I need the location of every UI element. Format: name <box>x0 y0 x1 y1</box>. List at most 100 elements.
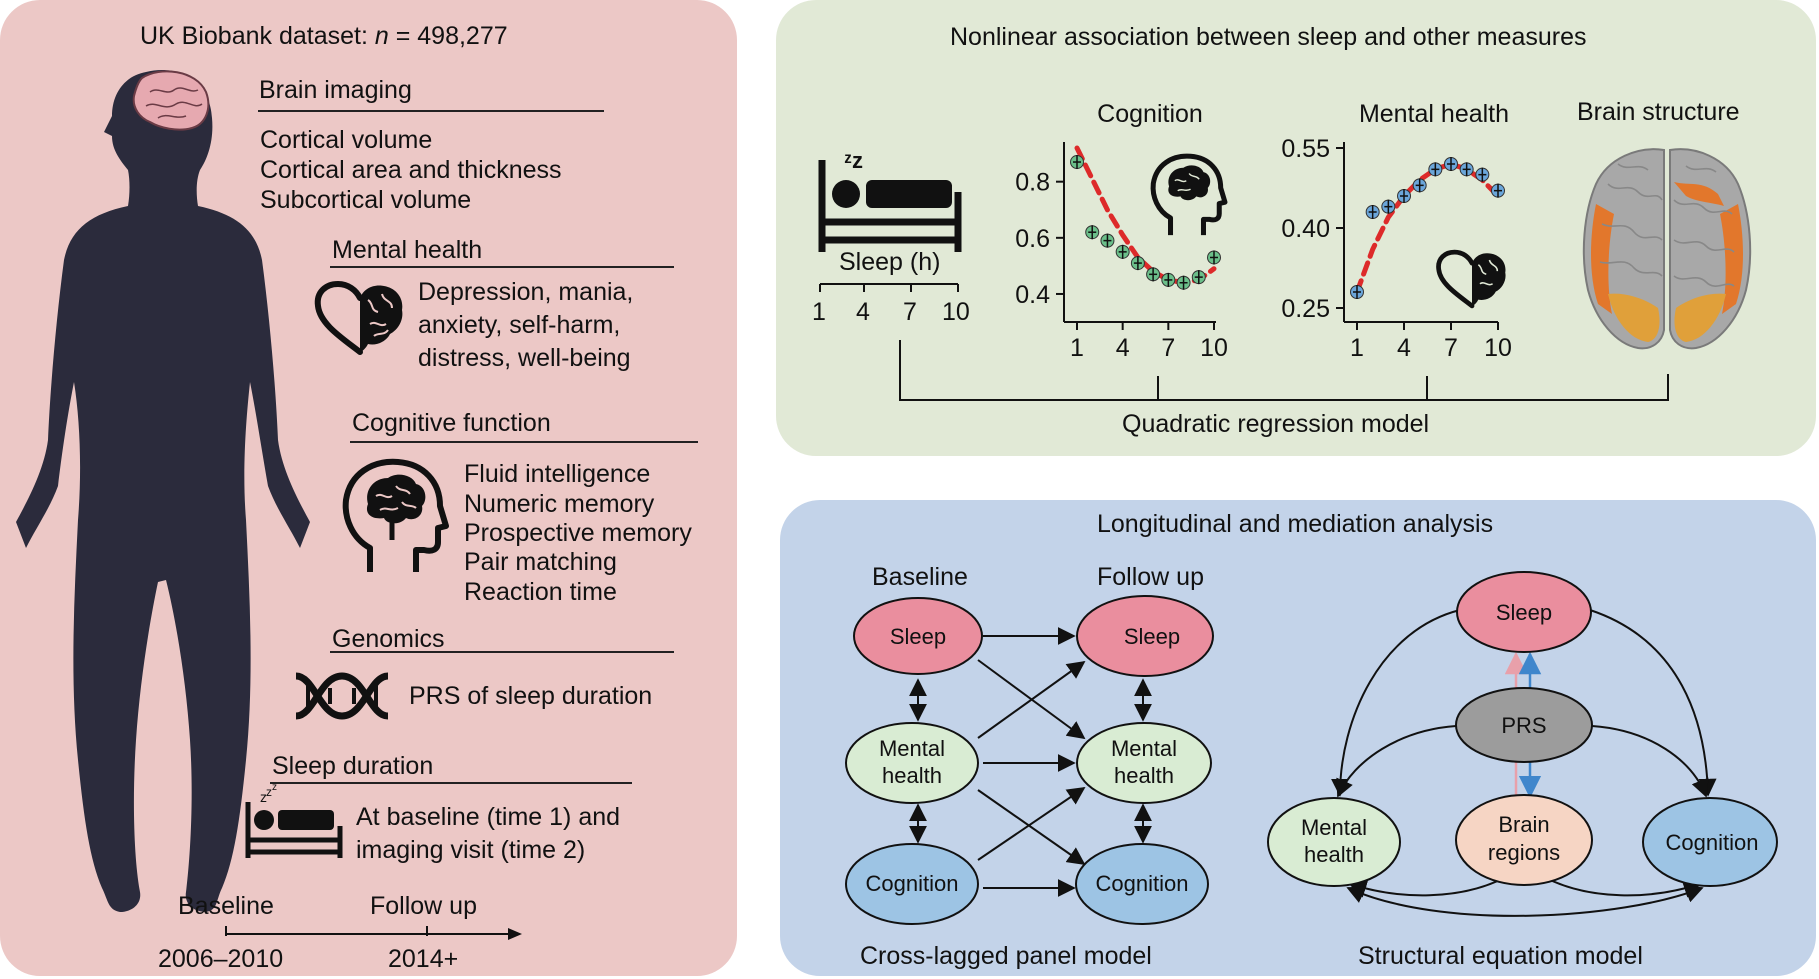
mental-health-item: distress, well-being <box>418 344 631 372</box>
x-tick-label: 10 <box>1484 334 1512 362</box>
clpm-arrows <box>909 627 1152 897</box>
head-brain-icon <box>1150 153 1228 236</box>
sleep-axis-label: Sleep (h) <box>839 248 941 276</box>
timeline-baseline-years: 2006–2010 <box>158 945 284 973</box>
clpm-node-mental-followup <box>1076 722 1212 804</box>
genomics-item: PRS of sleep duration <box>409 682 653 710</box>
clpm-node-label: Sleep <box>890 624 946 649</box>
y-tick-label: 0.4 <box>1015 281 1050 309</box>
clpm-node-sleep-followup <box>1076 595 1214 677</box>
nonlinear-title: Nonlinear association between sleep and … <box>950 23 1587 51</box>
sleep-duration-heading: Sleep duration <box>272 752 434 780</box>
human-silhouette-icon <box>16 69 310 912</box>
y-tick-label: 0.55 <box>1281 135 1330 163</box>
sleep-duration-item: imaging visit (time 2) <box>356 836 586 864</box>
sem-node-label: Cognition <box>1666 830 1759 855</box>
timeline-arrow <box>225 926 522 940</box>
divider <box>270 782 632 784</box>
dna-icon <box>295 672 389 720</box>
sem-arrows <box>1331 609 1717 917</box>
y-tick-label: 0.25 <box>1281 295 1330 323</box>
clpm-node-label: Mental <box>879 736 945 761</box>
clpm-node-label: health <box>1114 763 1174 788</box>
head-brain-icon <box>342 458 449 572</box>
timeline-baseline-label: Baseline <box>178 892 274 920</box>
x-tick-label: 10 <box>1200 334 1228 362</box>
timeline-followup-years: 2014+ <box>388 945 459 973</box>
x-tick-label: 4 <box>1397 334 1411 362</box>
cognitive-item: Reaction time <box>464 578 617 606</box>
brain-structure-image <box>1582 148 1752 350</box>
clpm-node-label: Sleep <box>1124 624 1180 649</box>
sleep-axis-tick: 1 <box>812 298 826 326</box>
cognitive-heading: Cognitive function <box>352 409 551 437</box>
sem-node-cognition <box>1642 797 1778 887</box>
y-tick-label: 0.40 <box>1281 215 1330 243</box>
svg-text:z: z <box>260 789 267 805</box>
clpm-node-label: Mental <box>1111 736 1177 761</box>
fit-curve <box>1354 161 1501 295</box>
sleep-axis-tick: 10 <box>942 298 970 326</box>
sem-node-label: health <box>1304 842 1364 867</box>
sem-node-label: Brain <box>1498 812 1549 837</box>
brain-imaging-item: Cortical area and thickness <box>260 156 562 184</box>
sleep-axis-tick: 7 <box>903 298 917 326</box>
sem-node-sleep <box>1456 571 1592 653</box>
chart-title: Mental health <box>1359 100 1509 128</box>
brain-imaging-item: Cortical volume <box>260 126 433 154</box>
quadratic-model-label: Quadratic regression model <box>1122 410 1430 438</box>
fit-curve <box>1074 145 1217 286</box>
clpm-node-mental-baseline <box>845 722 979 804</box>
sleep-axis <box>819 283 959 292</box>
x-tick-label: 4 <box>1116 334 1130 362</box>
clpm-node-label: health <box>882 763 942 788</box>
mental-health-item: anxiety, self-harm, <box>418 311 621 339</box>
clpm-label: Cross-lagged panel model <box>860 942 1152 970</box>
mental-health-item: Depression, mania, <box>418 278 634 306</box>
timeline-followup-label: Follow up <box>370 892 477 920</box>
chart-title: Cognition <box>1097 100 1203 128</box>
dataset-title: UK Biobank dataset: n = 498,277 <box>140 22 508 50</box>
sem-node-label: PRS <box>1501 713 1546 738</box>
divider <box>330 266 674 268</box>
cognitive-item: Pair matching <box>464 548 617 576</box>
clpm-node-label: Cognition <box>1096 871 1189 896</box>
clpm-node-label: Cognition <box>866 871 959 896</box>
clpm-node-cognition-followup <box>1075 843 1209 925</box>
brain-imaging-item: Subcortical volume <box>260 186 472 214</box>
svg-text:z: z <box>272 782 277 793</box>
cognitive-item: Prospective memory <box>464 519 692 547</box>
sem-node-label: regions <box>1488 840 1560 865</box>
longitudinal-title: Longitudinal and mediation analysis <box>1097 510 1494 538</box>
clpm-node-sleep-baseline <box>853 597 983 675</box>
sem-node-brain <box>1455 794 1593 886</box>
bed-icon <box>818 160 962 252</box>
sleep-duration-item: At baseline (time 1) and <box>356 803 621 831</box>
x-tick-label: 1 <box>1070 334 1084 362</box>
x-tick-label: 7 <box>1444 334 1458 362</box>
brain-imaging-heading: Brain imaging <box>259 76 412 104</box>
cognitive-item: Numeric memory <box>464 490 655 518</box>
x-tick-label: 7 <box>1161 334 1175 362</box>
sleep-axis-tick: 4 <box>856 298 870 326</box>
sem-node-label: Mental <box>1301 815 1367 840</box>
bed-icon: z z z <box>245 782 343 858</box>
sem-label: Structural equation model <box>1358 942 1643 970</box>
heart-brain-icon <box>1436 249 1506 309</box>
brain-structure-title: Brain structure <box>1577 98 1740 126</box>
sem-node-prs <box>1455 687 1593 763</box>
cognitive-item: Fluid intelligence <box>464 460 651 488</box>
divider <box>350 441 698 443</box>
sem-node-label: Sleep <box>1496 600 1552 625</box>
baseline-heading: Baseline <box>872 563 968 591</box>
mental-health-heading: Mental health <box>332 236 483 264</box>
x-tick-label: 1 <box>1350 334 1364 362</box>
y-tick-label: 0.6 <box>1015 225 1050 253</box>
snore-icon: ᶻz <box>844 148 863 173</box>
sem-node-mental <box>1267 797 1401 887</box>
divider <box>330 651 674 653</box>
y-tick-label: 0.8 <box>1015 169 1050 197</box>
divider <box>258 110 604 112</box>
